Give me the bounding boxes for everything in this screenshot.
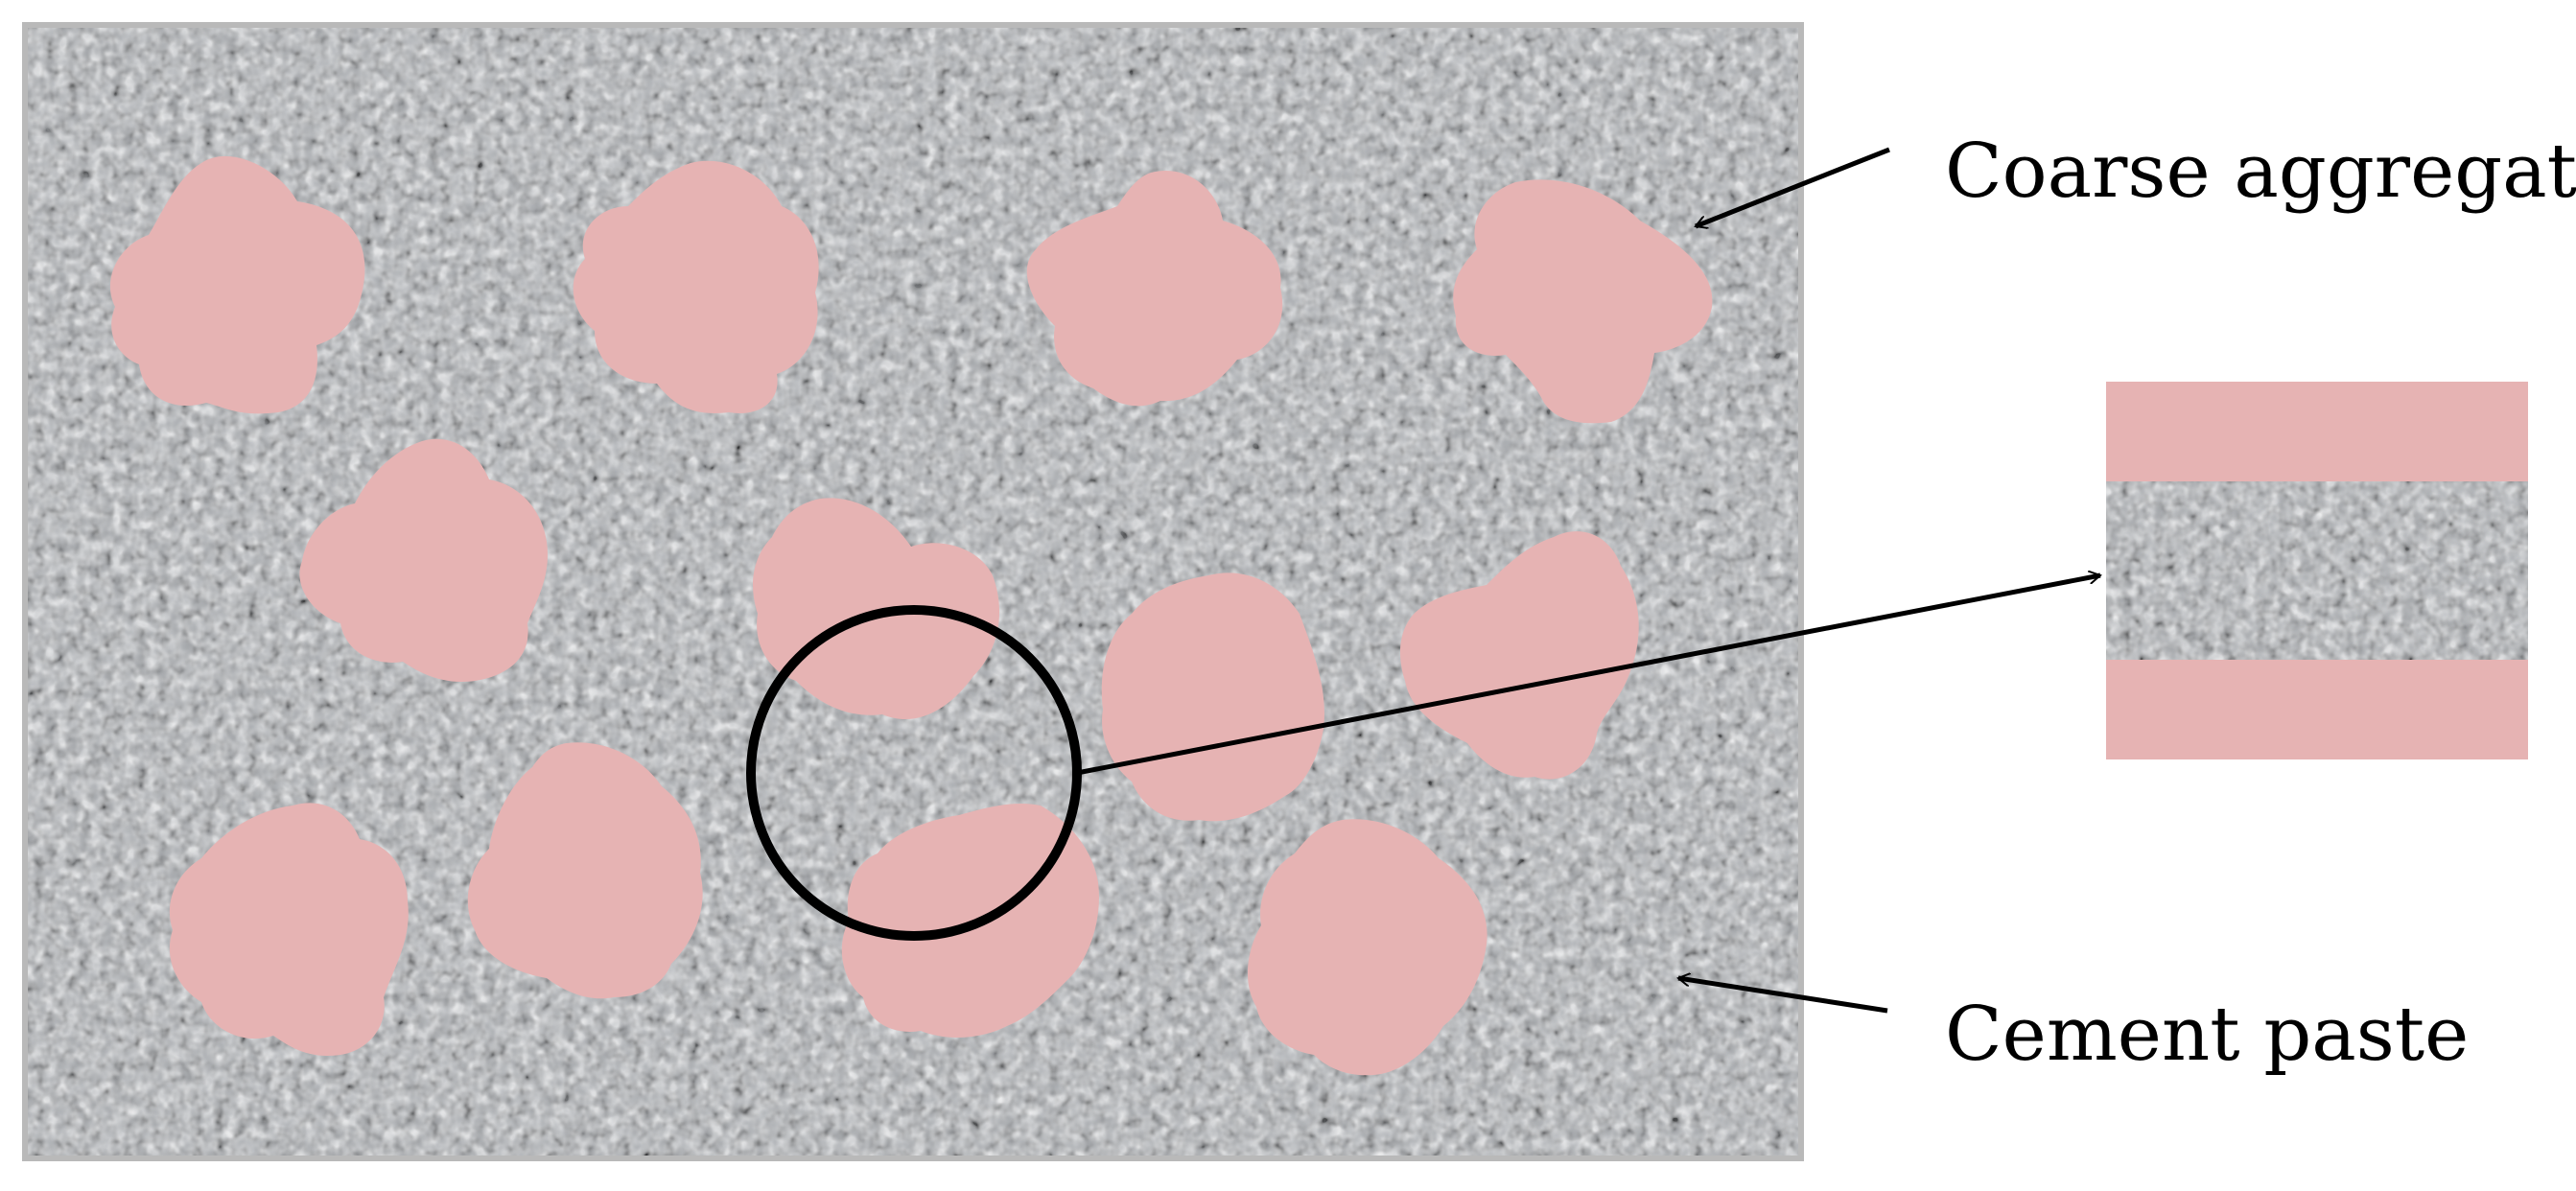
aggregate-particle <box>299 438 548 682</box>
aggregate-particle <box>1400 531 1639 780</box>
cement-paste-arrow <box>1678 978 1888 1014</box>
aggregate-particle <box>753 498 1000 720</box>
aggregate-particle <box>573 160 819 413</box>
interface-inset <box>2106 382 2528 759</box>
aggregate-particle <box>1101 572 1324 822</box>
zone-to-inset-arrow <box>1076 575 2100 776</box>
aggregate-particle <box>1247 819 1487 1076</box>
aggregate-particle <box>1453 179 1713 424</box>
cement-paste-label: Cement paste <box>1945 992 2470 1078</box>
aggregate-particle <box>169 803 409 1056</box>
coarse-aggregate-label: Coarse aggregate <box>1945 128 2576 215</box>
aggregate-particle <box>109 155 365 414</box>
inset-aggregate-bottom <box>2106 660 2528 759</box>
inset-aggregate-top <box>2106 382 2528 481</box>
aggregate-particle <box>467 742 703 999</box>
coarse-aggregate-group <box>109 155 1713 1076</box>
coarse-aggregate-arrow <box>1696 147 1890 226</box>
aggregate-particle <box>1026 171 1283 407</box>
aggregate-particle <box>841 804 1099 1038</box>
